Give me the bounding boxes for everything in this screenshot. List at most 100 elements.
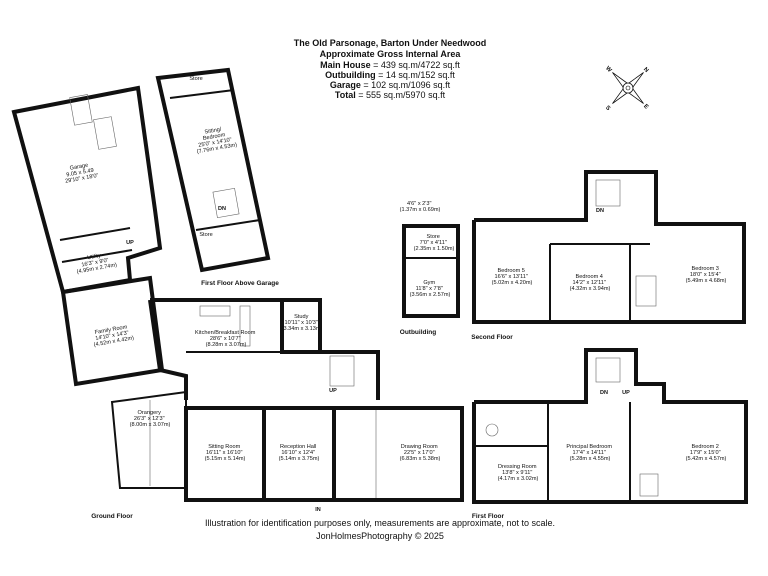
svg-text:Bedroom 4 14'2" x 12'1: Bedroom 4 14'2" x 12'11" (4.32m x 3.94m) (570, 274, 611, 292)
svg-text:Principal Bedroom 17'4: Principal Bedroom 17'4" x 14'11" (5.28m … (566, 444, 613, 462)
study-dim-metric: (3.34m x 3.13m) (282, 326, 323, 332)
dn-marker-second: DN (596, 208, 604, 214)
kitchen-dim-imperial: 28'6" x 10'7" (210, 336, 241, 342)
bed5-label: Bedroom 5 (498, 268, 525, 274)
svg-text:Gym 11'8" x 7'8": Gym 11'8" x 7'8" (3.56m x 2.57m) (410, 280, 451, 298)
first-floor: DN UP Principal Bedroom 17'4" x 14'11" (… (472, 348, 748, 520)
compass-s: S (604, 105, 611, 112)
bed3-dim-metric: (5.49m x 4.68m) (686, 278, 727, 284)
bed2-dim-metric: (5.42m x 4.57m) (686, 456, 727, 462)
store-bottom-label: Store (199, 232, 212, 238)
svg-text:Drawing Room 22'5" x 1: Drawing Room 22'5" x 17'0" (6.83m x 5.38… (400, 444, 441, 462)
bed3-dim-imperial: 18'0" x 15'4" (690, 272, 721, 278)
area-garage: Garage = 102 sq.m/1096 sq.ft (230, 80, 550, 90)
up-marker-first: UP (622, 390, 630, 396)
credit-text: JonHolmesPhotography © 2025 (316, 531, 444, 541)
svg-text:Orangery 26'3" x 12'3": Orangery 26'3" x 12'3" (8.00m x 3.07m) (130, 410, 171, 428)
family-dim-imperial: 14'10" x 14'3" (95, 330, 129, 342)
outbuilding: 4'6" x 2'3" (1.37m x 0.69m) Store 7'0" x… (400, 201, 460, 336)
garage-dim-imperial: 29'10" x 18'0" (65, 173, 99, 185)
garage-block: Garage 9.05 x 5.49 29'10" x 18'0" Utilit… (11, 85, 163, 295)
reception-label: Reception Hall (280, 444, 316, 450)
bed2-label: Bedroom 2 (692, 444, 719, 450)
first-floor-above-garage: Store Sitting/ Bedroom 25'0" x 14'10" (7… (155, 67, 279, 287)
study-dim-imperial: 10'11" x 10'3" (285, 320, 318, 326)
garage-dim-metric: 9.05 x 5.49 (66, 168, 94, 179)
area-value: = 439 sq.m/4722 sq.ft (370, 60, 460, 70)
area-main-house: Main House = 439 sq.m/4722 sq.ft (230, 60, 550, 70)
drawing-dim-imperial: 22'5" x 17'0" (404, 450, 435, 456)
svg-text:Dressing Room 13'8" x: Dressing Room 13'8" x 9'11" (4.17m x 3.0… (498, 464, 539, 482)
drawing-label: Drawing Room (401, 444, 438, 450)
gym-label: Gym (423, 280, 435, 286)
up-marker-ground: UP (329, 388, 337, 394)
sitting-bed-label-b: Bedroom (202, 132, 226, 142)
svg-text:Store 7'0" x 4'11": Store 7'0" x 4'11" (2.35m x 1.50m) (414, 234, 455, 252)
reception-dim-imperial: 16'10" x 12'4" (281, 450, 315, 456)
area-label: Total (334, 90, 356, 100)
compass-w: W (604, 65, 612, 73)
ground-floor: Family Room 14'10" x 14'3" (4.52m x 4.42… (60, 275, 464, 520)
principal-label: Principal Bedroom (566, 444, 612, 450)
orangery-label: Orangery (138, 410, 162, 416)
plan-title: The Old Parsonage, Barton Under Needwood (293, 38, 487, 48)
principal-dim-imperial: 17'4" x 14'11" (573, 450, 606, 456)
svg-text:Garage 9.05 x 5.49: Garage 9.05 x 5.49 29'10" x 18'0" (63, 161, 99, 185)
kitchen-label: Kitchen/Breakfast Room (195, 330, 256, 336)
svg-text:Family Room 14'10" x 1: Family Room 14'10" x 14'3" (4.52m x 4.42… (91, 324, 134, 349)
svg-text:Sitting/ Bedroom: Sitting/ Bedroom 25'0" x 14'10" (7.76m x… (193, 125, 237, 156)
garage-label: Garage (69, 163, 88, 172)
floor-label-outbuilding: Outbuilding (400, 329, 436, 336)
floor-label-first-above-garage: First Floor Above Garage (201, 280, 279, 287)
in-marker: IN (315, 507, 321, 513)
floor-label-ground: Ground Floor (91, 513, 133, 520)
second-floor-walls (472, 170, 746, 324)
area-value: = 14 sq.m/152 sq.ft (375, 70, 455, 80)
dressing-label: Dressing Room (498, 464, 537, 470)
reception-dim-metric: (5.14m x 3.75m) (279, 456, 320, 462)
bed2-dim-imperial: 17'9" x 15'0" (690, 450, 721, 456)
svg-text:Reception Hall 16'10": Reception Hall 16'10" x 12'4" (5.14m x 3… (279, 444, 320, 462)
dressing-dim-imperial: 13'8" x 9'11" (502, 470, 532, 476)
upper-garage-walls (155, 67, 271, 273)
svg-text:Bedroom 3 18'0" x 15'4: Bedroom 3 18'0" x 15'4" (5.49m x 4.68m) (686, 266, 727, 284)
outbuilding-dim-imperial: 4'6" x 2'3" (407, 201, 431, 207)
area-label: Main House (320, 60, 371, 70)
up-marker-utility: UP (126, 240, 134, 246)
area-value: = 102 sq.m/1096 sq.ft (360, 80, 451, 90)
store-top-label: Store (189, 76, 202, 82)
drawing-dim-metric: (6.83m x 5.38m) (400, 456, 441, 462)
bed5-dim-imperial: 16'6" x 13'11" (495, 274, 528, 280)
sitting-bed-dim-imperial: 25'0" x 14'10" (198, 137, 232, 149)
utility-dim-imperial: 16'3" x 9'0" (81, 258, 109, 269)
dn-marker-upper: DN (218, 206, 226, 212)
principal-dim-metric: (5.28m x 4.55m) (570, 456, 611, 462)
outbuilding-dim-metric: (1.37m x 0.69m) (400, 207, 441, 213)
drawing-room-walls (332, 406, 464, 502)
bed5-dim-metric: (5.02m x 4.20m) (492, 280, 533, 286)
disclaimer-text: Illustration for identification purposes… (204, 518, 555, 528)
gym-dim-imperial: 11'8" x 7'8" (416, 286, 443, 292)
area-value: = 555 sq.m/5970 sq.ft (355, 90, 446, 100)
svg-text:Sitting Room 16'11" x: Sitting Room 16'11" x 16'10" (5.15m x 5.… (205, 444, 246, 462)
area-label: Outbuilding (325, 70, 376, 80)
family-label: Family Room (94, 324, 128, 336)
floor-label-second: Second Floor (471, 334, 513, 341)
svg-text:Kitchen/Breakfast Room: Kitchen/Breakfast Room 28'6" x 10'7" (8.… (195, 330, 257, 348)
area-total: Total = 555 sq.m/5970 sq.ft (230, 90, 550, 100)
store-out-dim-imperial: 7'0" x 4'11" (420, 240, 447, 246)
gym-dim-metric: (3.56m x 2.57m) (410, 292, 451, 298)
area-label: Garage (329, 80, 361, 90)
study-label: Study (294, 314, 309, 320)
bed4-dim-metric: (4.32m x 3.94m) (570, 286, 611, 292)
svg-text:Bedroom 5 16'6" x 13'1: Bedroom 5 16'6" x 13'11" (5.02m x 4.20m) (492, 268, 533, 286)
svg-text:4'6" x 2'3" (1.37m x 0: 4'6" x 2'3" (1.37m x 0.69m) (400, 201, 441, 213)
sitting-dim-imperial: 16'11" x 16'10" (206, 450, 243, 456)
header-block: The Old Parsonage, Barton Under Needwood… (230, 38, 550, 100)
bed4-label: Bedroom 4 (576, 274, 603, 280)
dressing-dim-metric: (4.17m x 3.02m) (498, 476, 539, 482)
compass-e: E (642, 104, 649, 111)
floor-label-first: First Floor (472, 513, 505, 520)
